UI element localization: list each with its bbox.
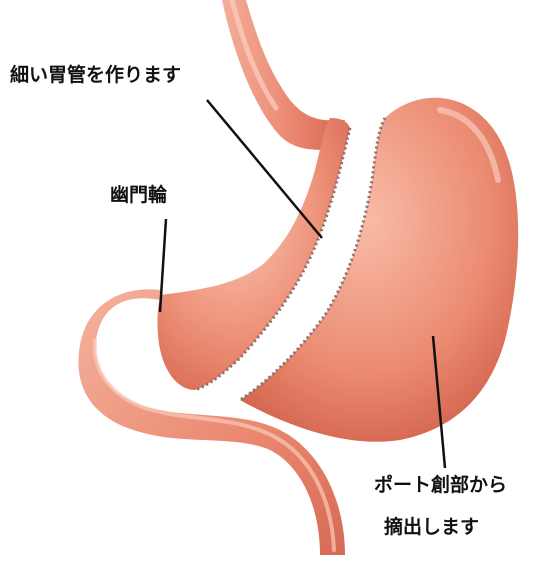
label-port-removal-line1: ポート創部から	[374, 476, 507, 495]
label-sleeve-gastric-tube: 細い胃管を作ります	[10, 66, 181, 85]
label-port-removal-line2: 摘出します	[384, 518, 479, 537]
label-pylorus: 幽門輪	[110, 186, 167, 205]
